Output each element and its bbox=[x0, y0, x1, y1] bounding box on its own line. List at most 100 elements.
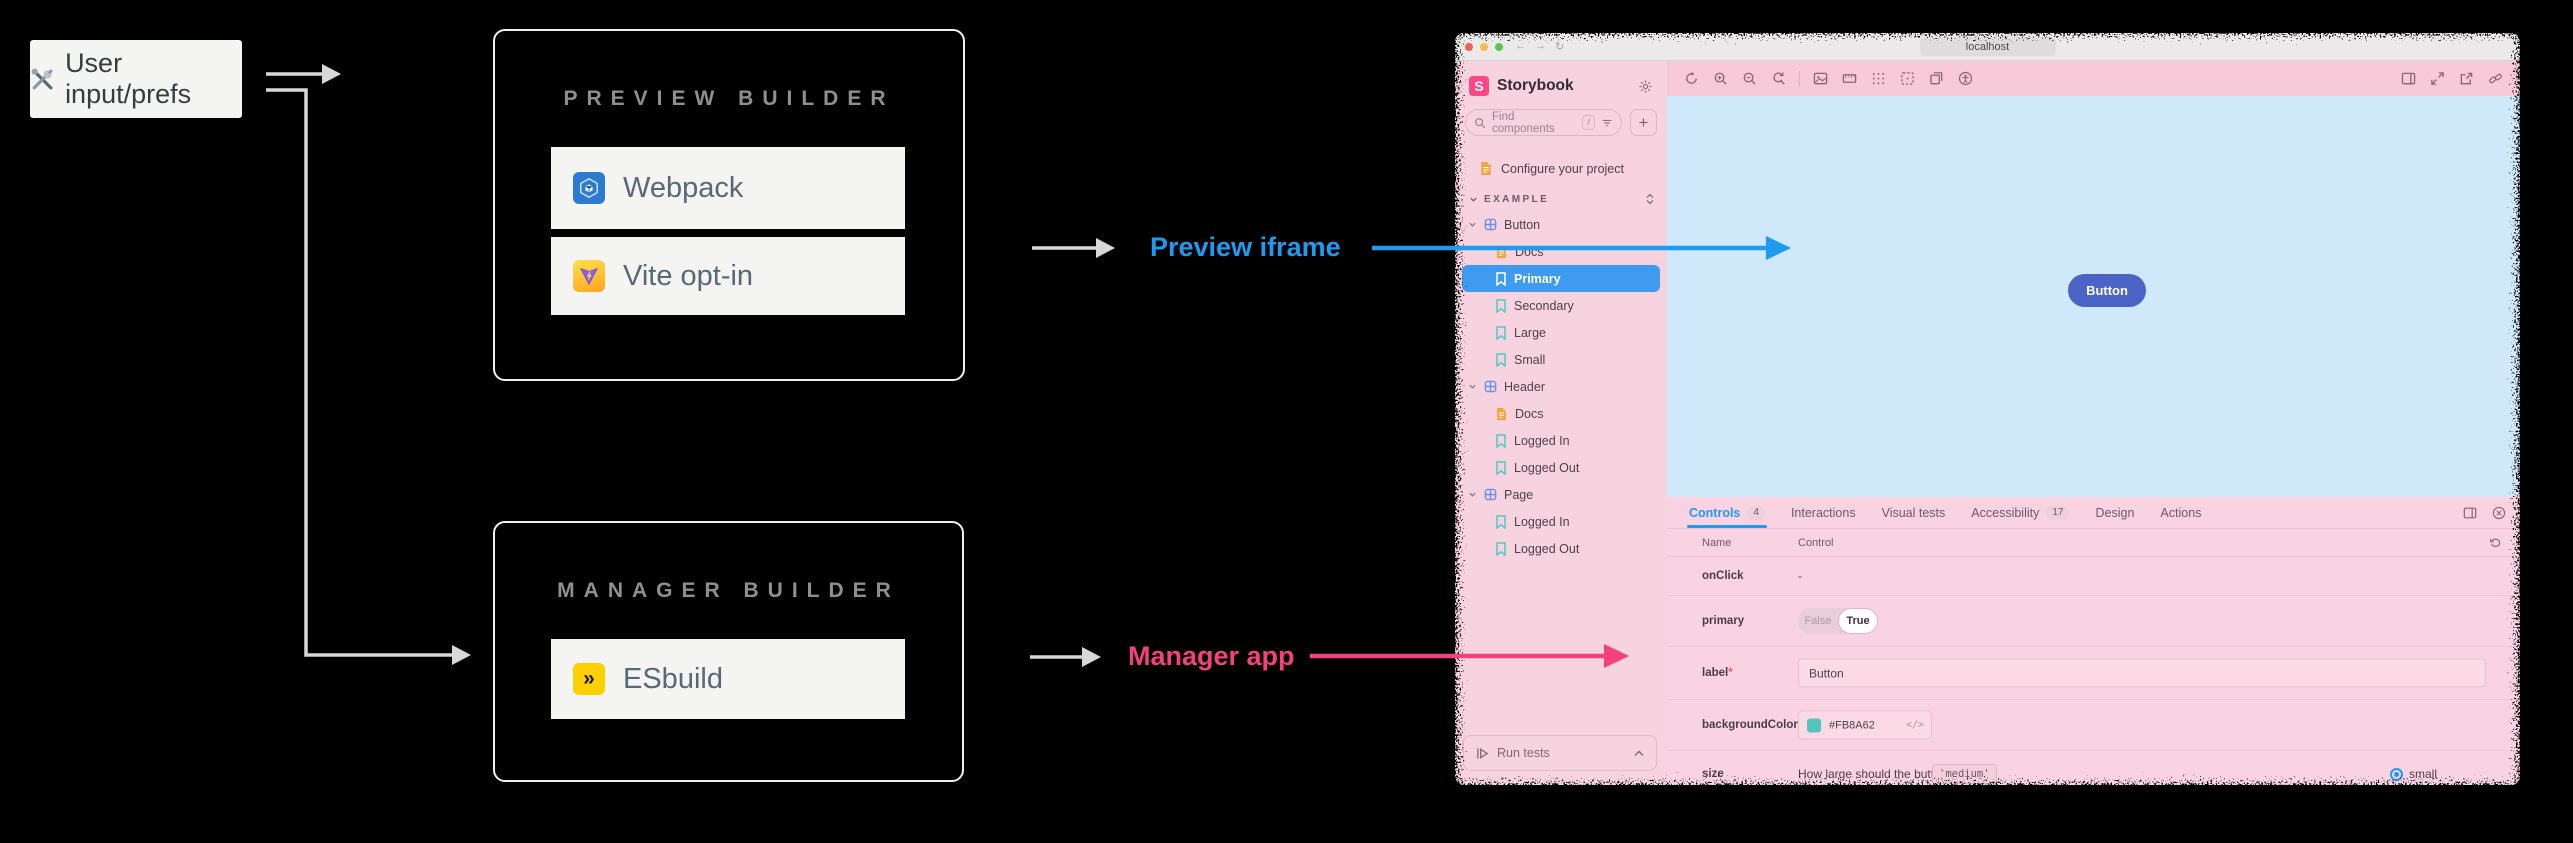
builder-item-label: ESbuild bbox=[623, 662, 723, 695]
storybook-window: ← → ↻ localhost S Storybook bbox=[1455, 33, 2520, 785]
remount-icon[interactable] bbox=[1677, 61, 1706, 96]
zoom-out-icon[interactable] bbox=[1735, 61, 1764, 96]
backgrounds-icon[interactable] bbox=[1806, 61, 1835, 96]
traffic-lights[interactable] bbox=[1465, 42, 1503, 51]
search-shortcut: / bbox=[1582, 115, 1595, 130]
color-swatch[interactable] bbox=[1807, 718, 1821, 732]
esbuild-icon: » bbox=[573, 663, 605, 695]
builder-item-esbuild: » ESbuild bbox=[551, 639, 905, 719]
component-icon bbox=[1484, 218, 1497, 231]
backgroundcolor-input[interactable]: #FB8A62 </> bbox=[1798, 710, 1932, 740]
tree-item-story[interactable]: Logged In bbox=[1455, 427, 1667, 454]
run-tests-button[interactable]: Run tests bbox=[1463, 735, 1657, 771]
reset-controls-icon[interactable] bbox=[2489, 536, 2502, 549]
search-input[interactable]: Find components / bbox=[1465, 109, 1622, 136]
preview-canvas: Button bbox=[1667, 96, 2520, 497]
browser-titlebar: ← → ↻ localhost bbox=[1455, 33, 2520, 61]
panel-tabs: Controls 4 Interactions Visual tests Acc… bbox=[1667, 497, 2520, 529]
open-external-icon[interactable] bbox=[2452, 61, 2481, 96]
addons-panel: Controls 4 Interactions Visual tests Acc… bbox=[1667, 497, 2520, 785]
raw-value-icon[interactable]: </> bbox=[1905, 719, 1924, 731]
arrow-preview-to-label bbox=[1032, 238, 1115, 258]
control-row-backgroundcolor: backgroundColor #FB8A62 </> bbox=[1667, 700, 2520, 751]
tree-item-story[interactable]: Logged Out bbox=[1455, 535, 1667, 562]
story-icon bbox=[1496, 298, 1506, 313]
control-row-size: size How large should the button be? 'me… bbox=[1667, 751, 2520, 785]
webpack-icon bbox=[573, 172, 605, 204]
section-label: EXAMPLE bbox=[1484, 193, 1550, 205]
tree-item-component[interactable]: Button bbox=[1455, 211, 1667, 238]
tree-item-story[interactable]: Large bbox=[1455, 319, 1667, 346]
control-row-label: label* Button bbox=[1667, 647, 2520, 700]
story-icon bbox=[1496, 460, 1506, 475]
column-control: Control bbox=[1798, 536, 1834, 549]
close-panel-icon[interactable] bbox=[2492, 506, 2506, 520]
copy-link-icon[interactable] bbox=[2481, 61, 2510, 96]
tab-accessibility[interactable]: Accessibility 17 bbox=[1971, 497, 2070, 528]
tree-item-story[interactable]: Logged In bbox=[1455, 508, 1667, 535]
tree-item-story-selected[interactable]: Primary bbox=[1462, 265, 1660, 292]
zoom-in-icon[interactable] bbox=[1706, 61, 1735, 96]
tree-item-docs[interactable]: Docs bbox=[1455, 238, 1667, 265]
outline-icon[interactable] bbox=[1893, 61, 1922, 96]
address-bar[interactable]: localhost bbox=[1919, 37, 2056, 56]
story-icon bbox=[1496, 541, 1506, 556]
story-button[interactable]: Button bbox=[2068, 274, 2146, 307]
component-icon bbox=[1484, 488, 1497, 501]
fullscreen-icon[interactable] bbox=[2423, 61, 2452, 96]
brand-title: Storybook bbox=[1497, 77, 1574, 94]
tree-item-docs[interactable]: Docs bbox=[1455, 400, 1667, 427]
builder-item-webpack: Webpack bbox=[551, 147, 905, 229]
radio-icon[interactable] bbox=[2390, 767, 2403, 781]
tree-item-component[interactable]: Page bbox=[1455, 481, 1667, 508]
sidebar-section-example[interactable]: EXAMPLE bbox=[1455, 193, 1667, 205]
size-radio-small[interactable]: small bbox=[2390, 767, 2437, 781]
minimize-window-button[interactable] bbox=[1480, 42, 1488, 51]
zoom-window-button[interactable] bbox=[1495, 42, 1503, 51]
story-icon bbox=[1496, 325, 1506, 340]
panel-toggle-icon[interactable] bbox=[2394, 61, 2423, 96]
arrow-user-to-manager bbox=[266, 88, 471, 665]
sidebar-item-configure[interactable]: Configure your project bbox=[1455, 161, 1667, 176]
tree-item-component[interactable]: Header bbox=[1455, 373, 1667, 400]
tree-item-story[interactable]: Logged Out bbox=[1455, 454, 1667, 481]
column-name: Name bbox=[1702, 536, 1732, 549]
zoom-reset-icon[interactable] bbox=[1764, 61, 1793, 96]
toggle-false-option[interactable]: False bbox=[1804, 615, 1832, 627]
accessibility-count-badge: 17 bbox=[2046, 505, 2070, 520]
primary-toggle[interactable]: False True bbox=[1798, 608, 1878, 634]
user-input-label: User input/prefs bbox=[65, 48, 192, 109]
builder-item-label: Vite opt-in bbox=[623, 259, 754, 292]
viewport-icon[interactable] bbox=[1835, 61, 1864, 96]
back-icon[interactable]: ← bbox=[1515, 40, 1526, 52]
panel-position-icon[interactable] bbox=[2463, 506, 2477, 520]
measure-icon[interactable] bbox=[1922, 61, 1951, 96]
docs-icon bbox=[1481, 161, 1491, 176]
preview-iframe-label: Preview iframe bbox=[1150, 232, 1341, 262]
toggle-true-option[interactable]: True bbox=[1838, 608, 1878, 634]
grid-icon[interactable] bbox=[1864, 61, 1893, 96]
control-row-onclick: onClick - bbox=[1667, 557, 2520, 596]
gear-icon[interactable] bbox=[1638, 79, 1653, 94]
tab-design[interactable]: Design bbox=[2095, 505, 2135, 520]
forward-icon[interactable]: → bbox=[1535, 40, 1546, 52]
tab-visual-tests[interactable]: Visual tests bbox=[1881, 505, 1946, 520]
close-window-button[interactable] bbox=[1465, 42, 1473, 51]
hammer-and-wrench-icon bbox=[31, 68, 53, 89]
create-story-button[interactable]: + bbox=[1630, 109, 1657, 136]
preview-builder-box: PREVIEW BUILDER Webpack Vite opt-in bbox=[493, 29, 965, 381]
tab-controls[interactable]: Controls 4 bbox=[1687, 497, 1767, 528]
tree-item-story[interactable]: Secondary bbox=[1455, 292, 1667, 319]
accessibility-icon[interactable] bbox=[1951, 61, 1980, 96]
filter-icon[interactable] bbox=[1601, 117, 1613, 129]
manager-builder-box: MANAGER BUILDER » ESbuild bbox=[493, 521, 964, 782]
tab-interactions[interactable]: Interactions bbox=[1790, 505, 1856, 520]
label-text-input[interactable]: Button bbox=[1798, 658, 2486, 688]
chevron-up-icon bbox=[1634, 750, 1644, 756]
reload-icon[interactable]: ↻ bbox=[1555, 41, 1565, 53]
docs-icon bbox=[1497, 245, 1506, 258]
vite-icon bbox=[573, 260, 605, 292]
collapse-expand-icon[interactable] bbox=[1645, 193, 1655, 205]
tab-actions[interactable]: Actions bbox=[2160, 505, 2202, 520]
tree-item-story[interactable]: Small bbox=[1455, 346, 1667, 373]
